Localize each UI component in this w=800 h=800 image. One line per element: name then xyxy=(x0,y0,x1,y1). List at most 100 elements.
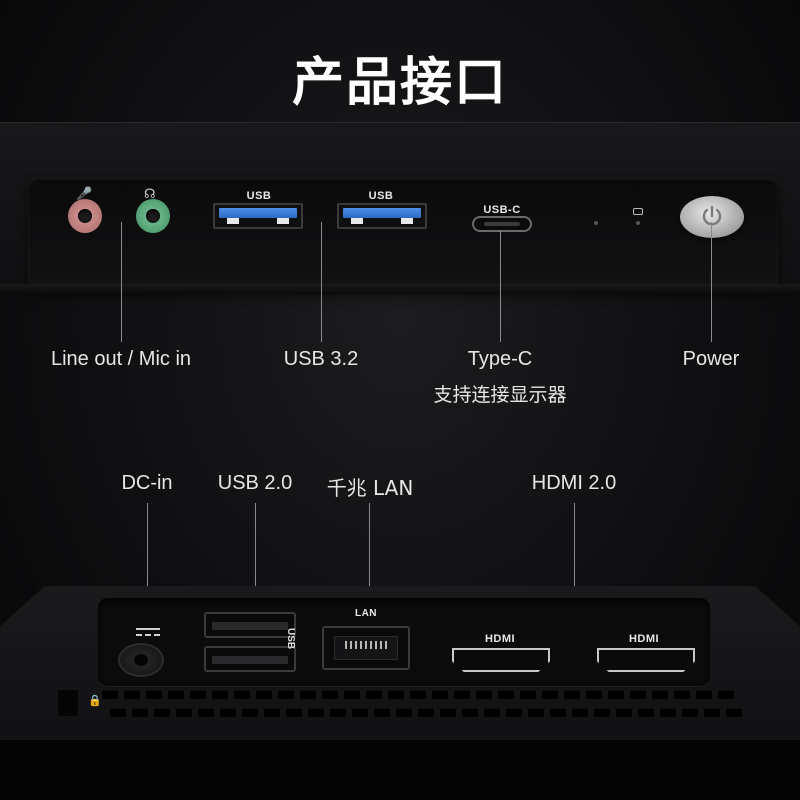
device-front-edge xyxy=(0,284,800,294)
hdmi-port-label-1: HDMI xyxy=(484,633,516,645)
hdmi-port-label-2: HDMI xyxy=(628,633,660,645)
lock-icon: 🔒 xyxy=(88,695,102,707)
vent-slot xyxy=(190,690,206,699)
usb3-port-label-1: USB xyxy=(246,190,272,202)
callout-line-usb32 xyxy=(321,222,322,342)
vent-slot xyxy=(608,690,624,699)
vent-slot xyxy=(278,690,294,699)
vent-slot xyxy=(132,708,148,717)
vent-slot xyxy=(726,708,742,717)
vent-slot xyxy=(286,708,302,717)
vent-slot xyxy=(528,708,544,717)
vent-slot xyxy=(212,690,228,699)
device-back-base xyxy=(0,740,800,800)
callout-line-dcin xyxy=(147,503,148,641)
vent-slot xyxy=(572,708,588,717)
vent-slot xyxy=(242,708,258,717)
vent-slot xyxy=(256,690,272,699)
vent-slot xyxy=(102,690,118,699)
vent-row-2 xyxy=(62,708,762,718)
vent-slot xyxy=(520,690,536,699)
callout-line-line-mic xyxy=(121,222,122,342)
vent-slot xyxy=(300,690,316,699)
vent-slot xyxy=(506,708,522,717)
callout-typec: Type-C xyxy=(467,348,533,370)
vent-slot xyxy=(220,708,236,717)
callout-hdmi: HDMI 2.0 xyxy=(531,472,617,494)
vent-slot xyxy=(176,708,192,717)
vent-slot xyxy=(462,708,478,717)
callout-line-mic: Line out / Mic in xyxy=(50,348,192,370)
callout-usb32: USB 3.2 xyxy=(283,348,359,370)
lan-port-label: LAN xyxy=(354,608,378,619)
vent-slot xyxy=(660,708,676,717)
vent-slot xyxy=(234,690,250,699)
vent-slot xyxy=(594,708,610,717)
vent-slot xyxy=(410,690,426,699)
callout-usb20: USB 2.0 xyxy=(217,472,293,494)
status-led-2 xyxy=(636,221,640,225)
vent-slot xyxy=(652,690,668,699)
vent-slot xyxy=(542,690,558,699)
dc-polarity-icon xyxy=(136,628,160,638)
vent-slot xyxy=(454,690,470,699)
vent-slot xyxy=(630,690,646,699)
vent-slot xyxy=(388,690,404,699)
vent-slot xyxy=(616,708,632,717)
vent-slot xyxy=(264,708,280,717)
microphone-icon: 🎤 xyxy=(76,186,93,201)
vent-slot xyxy=(564,690,580,699)
usb2-vertical-label: USB xyxy=(285,628,296,650)
callout-power: Power xyxy=(682,348,740,370)
kensington-lock-slot xyxy=(58,690,78,716)
hdmi-port-1 xyxy=(452,648,550,672)
vent-slot xyxy=(498,690,514,699)
vent-slot xyxy=(682,708,698,717)
callout-line-lan xyxy=(369,503,370,653)
vent-slot xyxy=(366,690,382,699)
usb2-port-1 xyxy=(204,612,296,638)
vent-slot xyxy=(352,708,368,717)
vent-slot xyxy=(374,708,390,717)
vent-slot xyxy=(718,690,734,699)
callout-line-hdmi xyxy=(574,503,575,641)
vent-slot xyxy=(440,708,456,717)
vent-slot xyxy=(154,708,170,717)
usb3-port-2 xyxy=(337,203,427,229)
power-button[interactable] xyxy=(680,196,744,238)
vent-slot xyxy=(638,708,654,717)
vent-slot xyxy=(704,708,720,717)
status-led xyxy=(594,221,598,225)
device-front-panel xyxy=(28,177,778,289)
storage-icon xyxy=(633,208,643,215)
callout-lan: 千兆 LAN xyxy=(326,476,414,500)
vent-slot xyxy=(674,690,690,699)
callout-line-typec xyxy=(500,230,501,342)
lan-port xyxy=(322,626,410,670)
vent-slot xyxy=(418,708,434,717)
vent-slot xyxy=(146,690,162,699)
vent-slot xyxy=(396,708,412,717)
callout-line-usb20 xyxy=(255,503,256,637)
usb2-port-2 xyxy=(204,646,296,672)
callout-typec-sub: 支持连接显示器 xyxy=(433,384,567,406)
vent-slot xyxy=(550,708,566,717)
line-out-jack xyxy=(136,199,170,233)
headphone-icon: ☊ xyxy=(144,186,156,201)
vent-slot xyxy=(476,690,492,699)
vent-slot xyxy=(484,708,500,717)
vent-slot xyxy=(168,690,184,699)
vent-slot xyxy=(586,690,602,699)
usb3-port-1 xyxy=(213,203,303,229)
vent-slot xyxy=(330,708,346,717)
vent-slot xyxy=(344,690,360,699)
power-icon xyxy=(702,205,722,226)
callout-dcin: DC-in xyxy=(121,472,173,494)
vent-slot xyxy=(110,708,126,717)
vent-slot xyxy=(432,690,448,699)
vent-slot xyxy=(322,690,338,699)
page-title: 产品接口 xyxy=(291,53,508,113)
usb3-port-label-2: USB xyxy=(368,190,394,202)
usbc-port xyxy=(472,216,532,232)
dc-in-jack xyxy=(118,643,164,677)
